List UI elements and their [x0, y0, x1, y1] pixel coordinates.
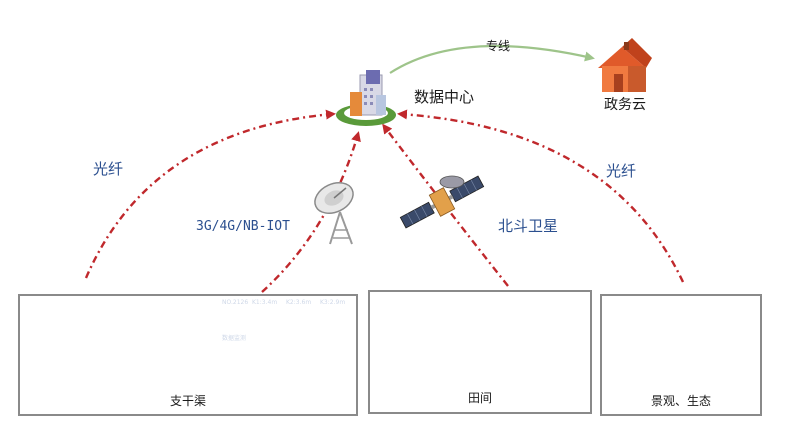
landscape-caption: 景观、生态	[650, 394, 711, 408]
canal-panel: 支干渠	[18, 294, 358, 416]
dedicated-line-link	[389, 44, 595, 74]
fiber-left-label: 光纤	[93, 160, 124, 178]
gov-cloud-house-icon	[598, 38, 652, 92]
screen-title: NO.2126	[222, 299, 249, 306]
cellular-link	[261, 131, 361, 293]
data-center-label: 数据中心	[414, 88, 475, 106]
data-center-icon	[336, 70, 396, 126]
screen-sub: 数据监测	[222, 335, 247, 342]
antenna-icon	[314, 182, 354, 245]
screen-k1: K1:3.4m	[252, 299, 278, 306]
field-caption: 田间	[467, 391, 492, 405]
fiber-right-link	[397, 109, 685, 283]
beidou-label: 北斗卫星	[498, 217, 559, 235]
dedicated-line-label: 专线	[486, 39, 511, 53]
gov-cloud-label: 政务云	[604, 97, 646, 113]
screen-k3: K3:2.9m	[320, 299, 346, 306]
field-panel: 田间	[368, 290, 592, 414]
landscape-panel: 景观、生态	[600, 294, 762, 416]
fiber-left-link	[84, 109, 336, 279]
cellular-label: 3G/4G/NB-IOT	[196, 219, 290, 234]
canal-caption: 支干渠	[169, 394, 206, 408]
fiber-right-label: 光纤	[606, 162, 637, 180]
screen-k2: K2:3.6m	[286, 299, 312, 306]
satellite-icon	[399, 175, 485, 229]
